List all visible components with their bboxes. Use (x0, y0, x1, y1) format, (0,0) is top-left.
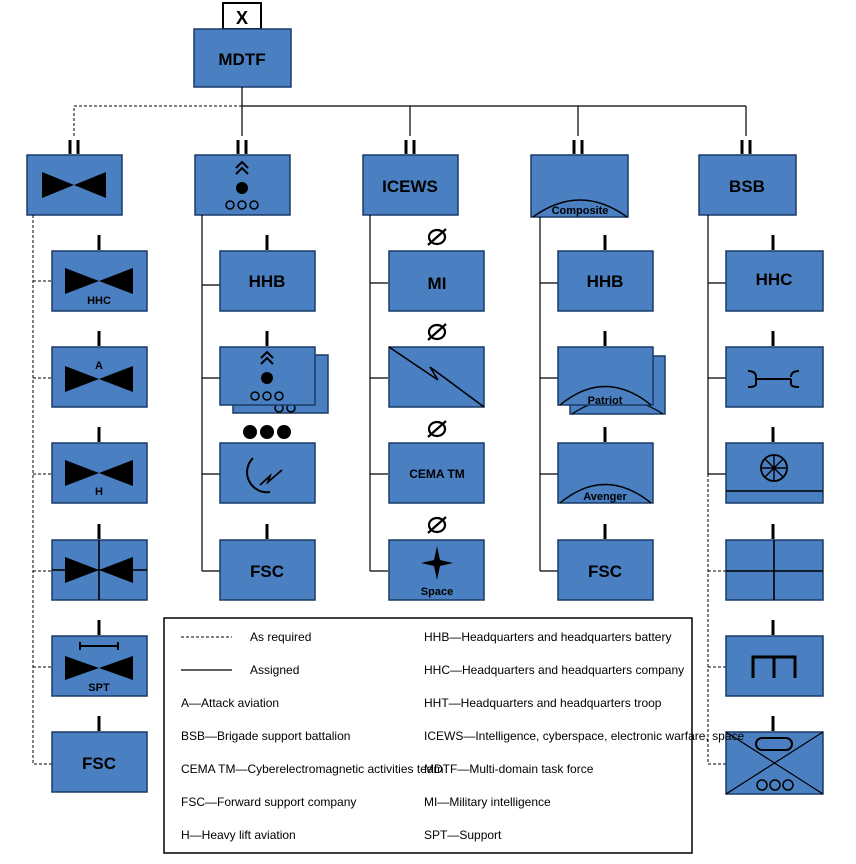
hhb-label: HHB (249, 272, 286, 291)
c5-medical-unit (725, 442, 824, 504)
legend-entry: CEMA TM—Cyberelectromagnetic activities … (181, 762, 444, 776)
composite-label: Composite (552, 205, 609, 217)
support-icon (79, 642, 119, 650)
fsc-label: FSC (588, 562, 622, 581)
fsc-label: FSC (250, 562, 284, 581)
c1-heavy-unit: H (51, 442, 148, 504)
legend-as-required: As required (250, 630, 311, 644)
c2-fsc-unit: FSC (219, 539, 316, 601)
aviation-battalion (26, 154, 123, 216)
legend-entry: H—Heavy lift aviation (181, 828, 296, 842)
legend-entry: BSB—Brigade support battalion (181, 729, 350, 743)
c4-avenger-unit: Avenger (557, 442, 654, 504)
hhb-label: HHB (587, 272, 624, 291)
c1-attack-unit: A (51, 346, 148, 408)
c4-patriot-unit: Patriot (557, 346, 666, 415)
attack-label: A (95, 360, 103, 372)
c5-maintenance-unit (725, 635, 824, 697)
legend-entry: HHT—Headquarters and headquarters troop (424, 696, 662, 710)
icews-label: ICEWS (382, 177, 438, 196)
legend-box (163, 617, 693, 854)
c3-space-unit: Space (388, 539, 485, 601)
mdtf-box (193, 28, 292, 88)
as-required-link (73, 105, 242, 136)
bsb-label: BSB (729, 177, 765, 196)
c4-hhb-unit: HHB (557, 250, 654, 312)
legend-entry: MI—Military intelligence (424, 795, 551, 809)
legend-entry: SPT—Support (424, 828, 502, 842)
spt-label: SPT (88, 682, 110, 694)
track-icon (755, 737, 793, 751)
star-icon (421, 546, 453, 580)
radar-icon (246, 457, 271, 494)
c5-supply-unit (725, 346, 824, 408)
c5-hhc-unit: HHC (725, 250, 824, 312)
legend-entry: A—Attack aviation (181, 696, 279, 710)
mdtf-label: MDTF (218, 50, 265, 69)
dot-icon (261, 372, 273, 384)
phi-icons (427, 228, 447, 534)
c2-hhb-unit: HHB (219, 250, 316, 312)
c2-firing-battery (219, 346, 329, 414)
fsc-label: FSC (82, 754, 116, 773)
legend-entry: ICEWS—Intelligence, cyberspace, electron… (424, 729, 744, 743)
legend: As required Assigned A—Attack aviation B… (163, 617, 744, 854)
maintenance-icon (751, 655, 797, 678)
mdtf-unit: X MDTF (193, 2, 292, 88)
fires-battalion (194, 154, 291, 216)
legend-entry: MDTF—Multi-domain task force (424, 762, 594, 776)
mi-label: MI (428, 274, 447, 293)
echelon-x: X (236, 8, 248, 28)
aviation-bowtie-icon (65, 366, 133, 392)
bsb-battalion: BSB (698, 154, 797, 216)
c3-mi-unit: MI (388, 250, 485, 312)
c1-hhc-unit: HHC (51, 250, 148, 312)
air-defense-dome-icon (559, 385, 652, 406)
c3-cema-unit: CEMA TM (388, 442, 485, 504)
dot-icon (260, 425, 274, 439)
c1-spt-unit: SPT (51, 635, 148, 697)
aviation-bowtie-icon (65, 656, 133, 680)
aviation-bowtie-icon (65, 268, 133, 294)
dot-icon (236, 182, 248, 194)
avenger-label: Avenger (583, 491, 627, 503)
wheel-icon (760, 454, 788, 482)
air-defense-battalion: Composite (530, 154, 629, 218)
legend-entry: HHB—Headquarters and headquarters batter… (424, 630, 671, 644)
dot-icon (243, 425, 257, 439)
cema-label: CEMA TM (409, 467, 465, 481)
heavy-label: H (95, 486, 103, 498)
chevron-icon (235, 160, 249, 175)
patriot-label: Patriot (588, 395, 623, 407)
space-label: Space (421, 586, 453, 598)
aviation-bowtie-icon (65, 460, 133, 486)
c3-signal-unit (388, 346, 485, 408)
c4-fsc-unit: FSC (557, 539, 654, 601)
c1-fsc-unit: FSC (51, 731, 148, 793)
c5-cross-unit (725, 539, 824, 601)
hhc-label: HHC (87, 295, 111, 307)
supply-icon (747, 370, 800, 388)
dot-icon (277, 425, 291, 439)
aviation-bowtie-icon (42, 172, 106, 198)
c5-transport-unit (725, 731, 824, 795)
aviation-bowtie-icon (65, 557, 133, 583)
c1-cross-unit (51, 539, 148, 601)
legend-assigned: Assigned (250, 663, 299, 677)
icews-battalion: ICEWS (362, 154, 459, 216)
air-defense-dome-icon (559, 483, 652, 504)
legend-entry: HHC—Headquarters and headquarters compan… (424, 663, 684, 677)
air-defense-dome-icon (532, 199, 628, 218)
c2-radar-unit (219, 425, 316, 504)
battalion-echelon-marks (68, 140, 752, 154)
legend-entry: FSC—Forward support company (181, 795, 356, 809)
hhc-label: HHC (756, 270, 793, 289)
chevron-icon (260, 350, 274, 365)
lightning-icon (388, 346, 485, 408)
